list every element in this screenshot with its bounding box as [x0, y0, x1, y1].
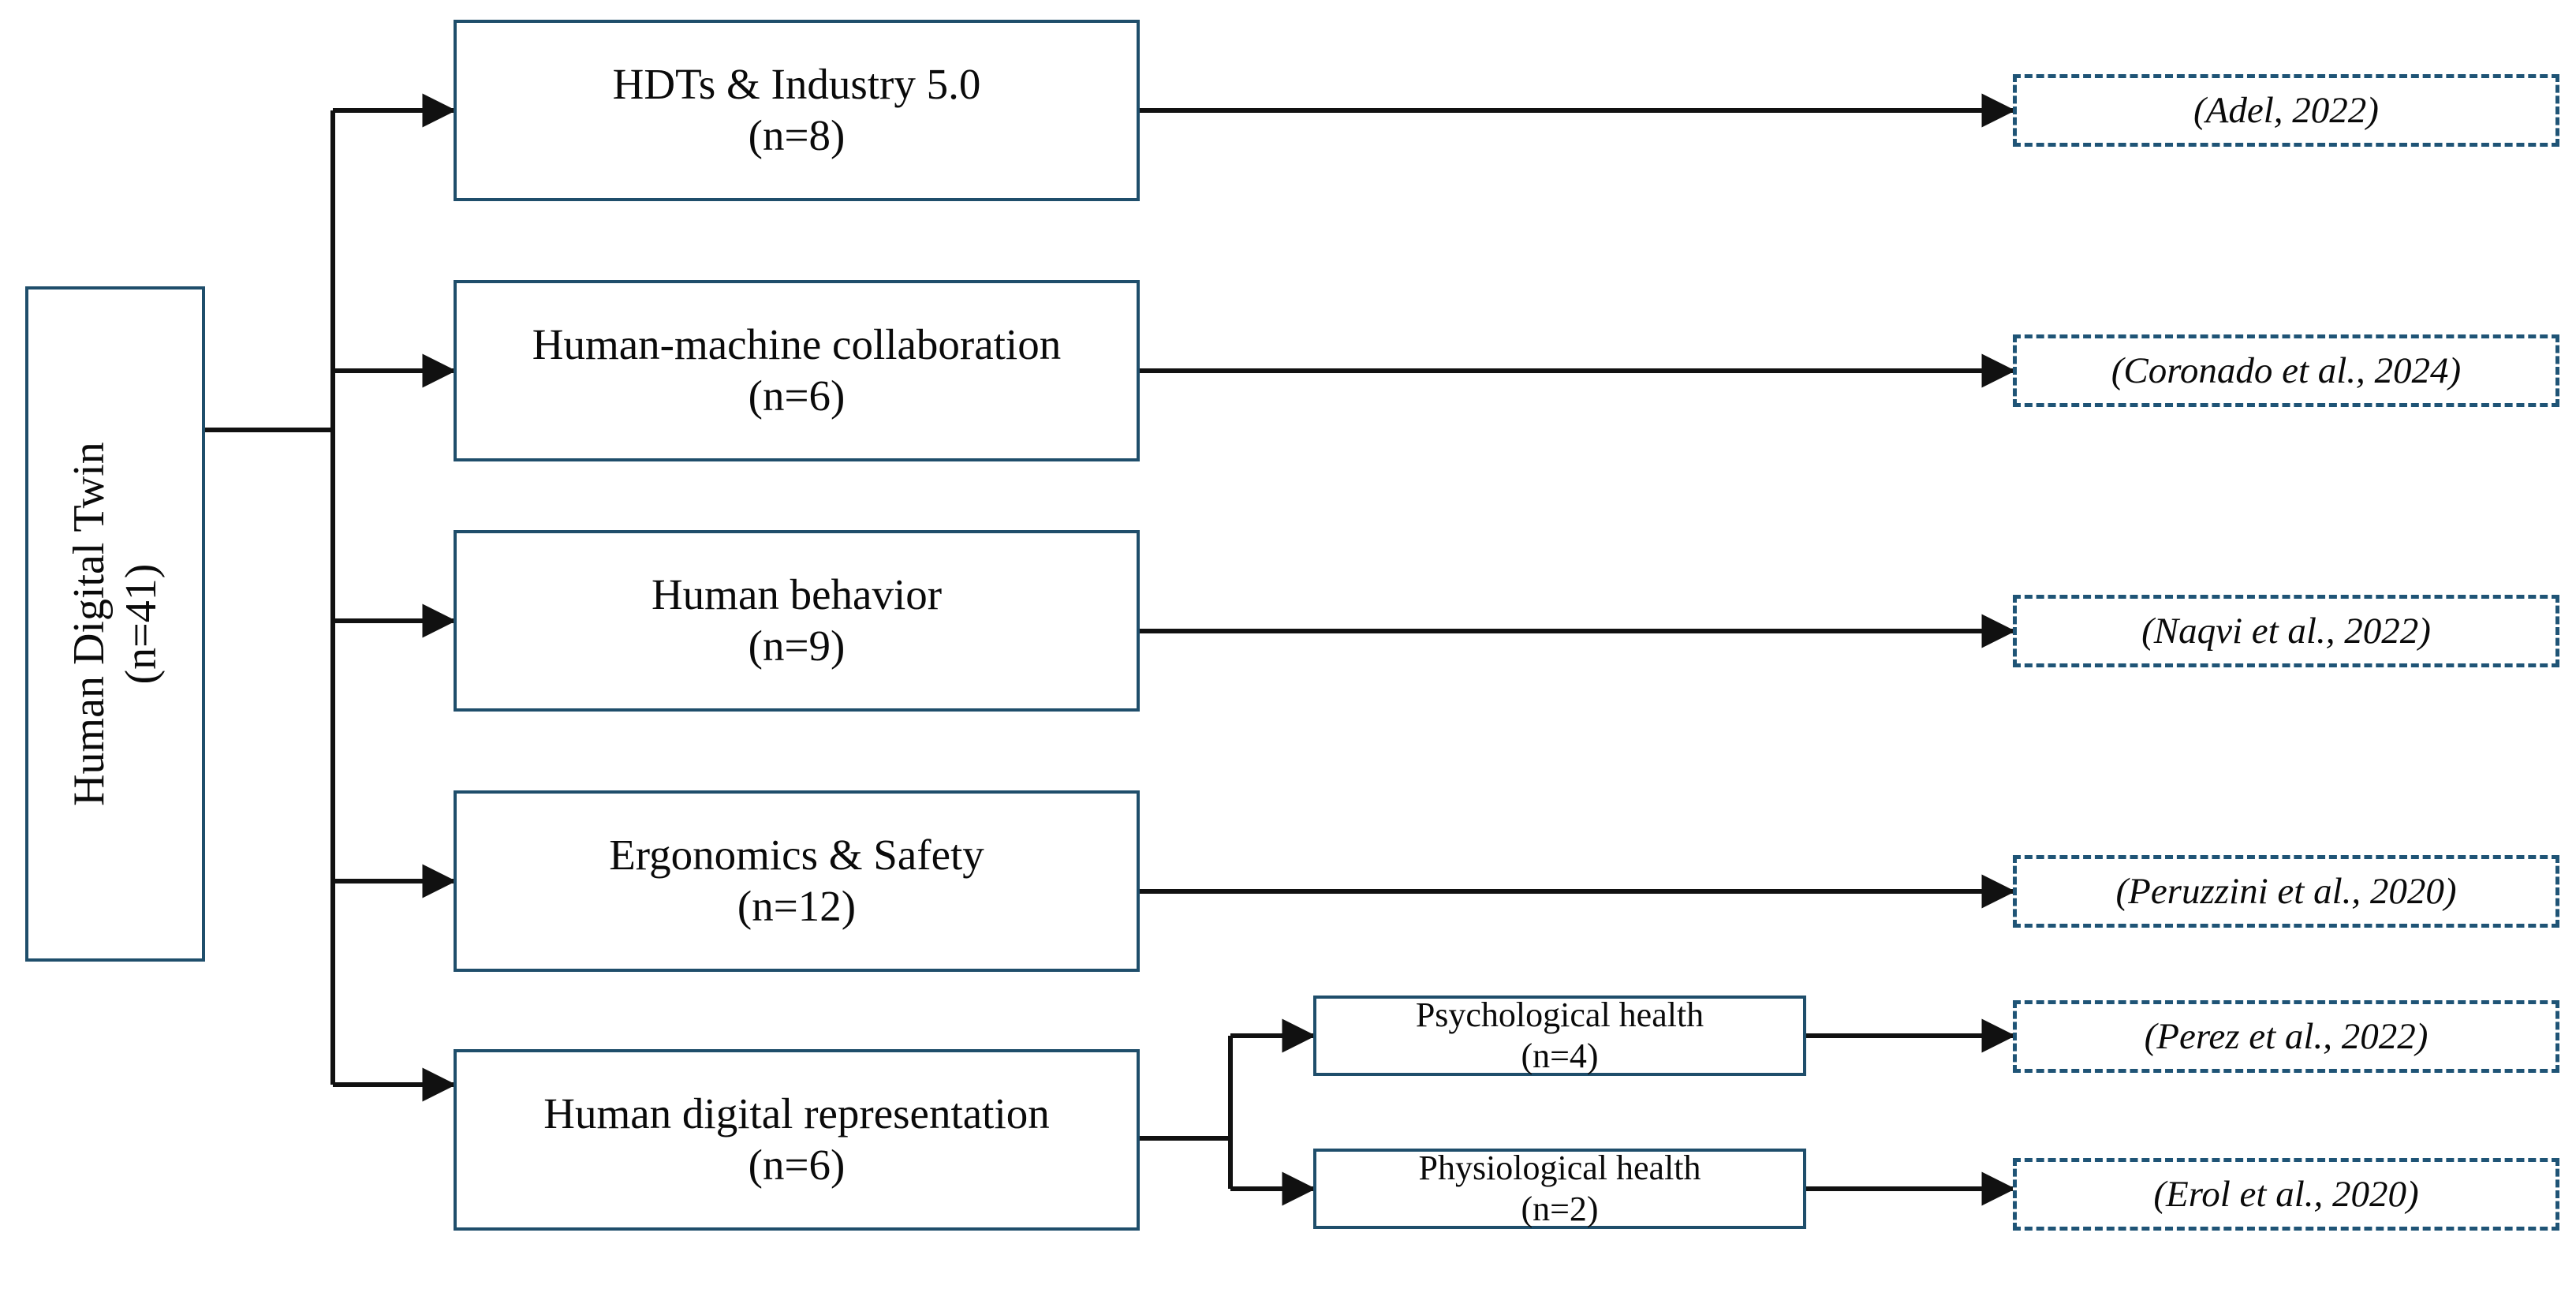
category-node-text: Human digital representation (n=6)	[543, 1089, 1049, 1191]
category-count: (n=6)	[748, 1141, 846, 1189]
subcategory-node-text: Psychological health (n=4)	[1416, 995, 1704, 1077]
subcategory-node-text: Physiological health (n=2)	[1418, 1148, 1701, 1230]
root-node[interactable]: Human Digital Twin (n=41)	[25, 286, 205, 962]
subcategory-node-psychological-health[interactable]: Psychological health (n=4)	[1313, 996, 1806, 1076]
citation-box-adel-2022[interactable]: (Adel, 2022)	[2013, 74, 2559, 147]
category-count: (n=9)	[748, 622, 846, 670]
category-count: (n=6)	[748, 372, 846, 420]
category-node-hdts-industry-50[interactable]: HDTs & Industry 5.0 (n=8)	[454, 20, 1140, 201]
citation-box-coronado-2024[interactable]: (Coronado et al., 2024)	[2013, 334, 2559, 407]
citation-text: (Perez et al., 2022)	[2144, 1016, 2429, 1057]
root-node-label: Human Digital Twin	[64, 442, 114, 806]
category-node-human-behavior[interactable]: Human behavior (n=9)	[454, 530, 1140, 712]
category-node-ergonomics-safety[interactable]: Ergonomics & Safety (n=12)	[454, 790, 1140, 972]
root-node-count: (n=41)	[117, 563, 166, 685]
category-node-human-digital-representation[interactable]: Human digital representation (n=6)	[454, 1049, 1140, 1231]
citation-box-naqvi-2022[interactable]: (Naqvi et al., 2022)	[2013, 595, 2559, 667]
subcategory-node-physiological-health[interactable]: Physiological health (n=2)	[1313, 1149, 1806, 1229]
category-count: (n=12)	[737, 882, 857, 930]
category-label: Human behavior	[651, 570, 943, 619]
citation-text: (Naqvi et al., 2022)	[2141, 611, 2431, 652]
root-node-text: Human Digital Twin (n=41)	[63, 442, 167, 806]
category-node-text: Ergonomics & Safety (n=12)	[609, 830, 984, 932]
category-label: Human-machine collaboration	[532, 320, 1062, 369]
category-label: HDTs & Industry 5.0	[612, 60, 981, 109]
category-label: Ergonomics & Safety	[609, 831, 984, 880]
category-count: (n=8)	[748, 111, 846, 159]
citation-box-peruzzini-2020[interactable]: (Peruzzini et al., 2020)	[2013, 855, 2559, 928]
subcategory-label: Psychological health	[1415, 996, 1704, 1035]
citation-text: (Peruzzini et al., 2020)	[2115, 871, 2457, 912]
citation-box-perez-2022[interactable]: (Perez et al., 2022)	[2013, 1000, 2559, 1073]
category-node-text: Human-machine collaboration (n=6)	[532, 319, 1061, 422]
category-node-text: HDTs & Industry 5.0 (n=8)	[613, 59, 981, 162]
category-node-text: Human behavior (n=9)	[651, 570, 942, 672]
citation-text: (Erol et al., 2020)	[2153, 1174, 2419, 1215]
subcategory-label: Physiological health	[1418, 1149, 1701, 1188]
subcategory-count: (n=2)	[1521, 1190, 1599, 1228]
category-label: Human digital representation	[543, 1089, 1050, 1138]
citation-text: (Adel, 2022)	[2193, 90, 2379, 131]
category-node-human-machine-collaboration[interactable]: Human-machine collaboration (n=6)	[454, 280, 1140, 461]
subcategory-count: (n=4)	[1521, 1037, 1599, 1075]
citation-box-erol-2020[interactable]: (Erol et al., 2020)	[2013, 1158, 2559, 1231]
citation-text: (Coronado et al., 2024)	[2111, 350, 2462, 391]
